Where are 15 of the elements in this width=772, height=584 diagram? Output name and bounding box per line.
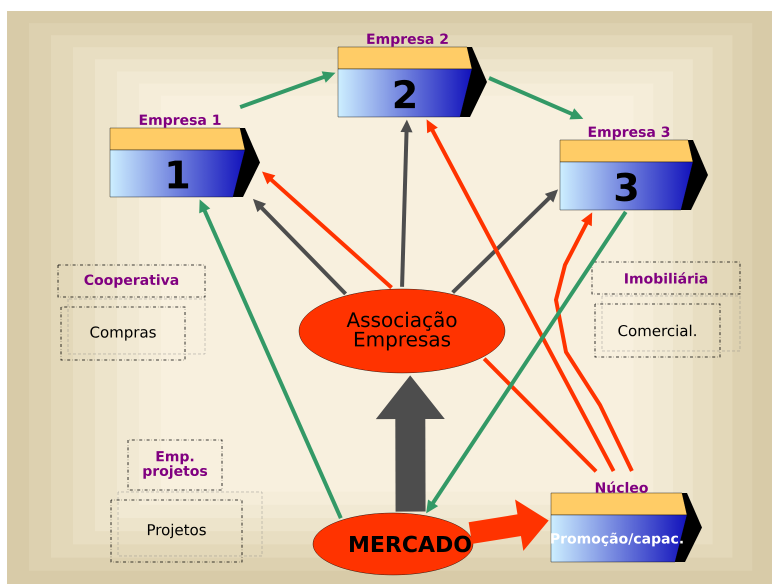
dashed-box: Imobiliária Comercial. [592, 262, 740, 358]
dashed-box: Emp. projetos Projetos [110, 440, 262, 562]
node-label: Empresa 3 [588, 126, 670, 140]
dashed-box: Cooperativa Compras [58, 264, 206, 360]
node-label: Cooperativa [84, 274, 178, 288]
process-box: Empresa 2 2 [338, 33, 487, 118]
node-label: Núcleo [596, 481, 648, 493]
node-label: Imobiliária [625, 272, 708, 284]
node-label: Empresa 1 [140, 114, 221, 128]
process-box: Empresa 1 1 [110, 114, 260, 198]
node-label: Empresa 2 [367, 33, 448, 47]
ellipse-node: Associação Empresas [298, 288, 506, 374]
node-label: Emp. projetos [143, 451, 208, 479]
ellipse-node: MERCADO [312, 512, 474, 576]
process-box: Empresa 3 3 [560, 126, 708, 210]
